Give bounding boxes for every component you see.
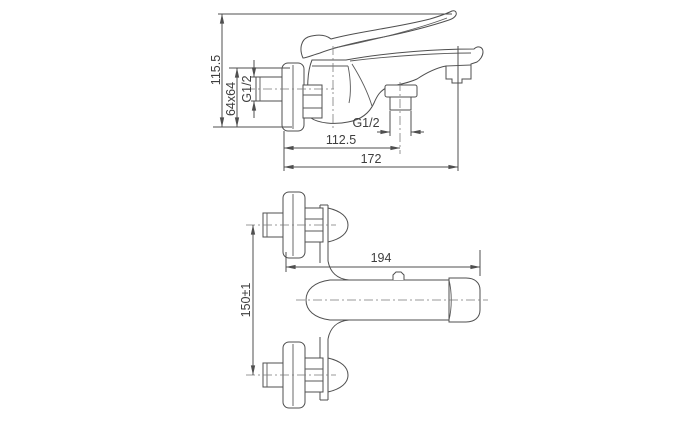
dim-inlet-thread-label: G1/2	[240, 75, 254, 102]
dim-wall-to-shower-label: 112.5	[326, 133, 356, 147]
dim-inlet-centres-label: 150±1	[239, 283, 253, 318]
dim-wall-to-shower: 112.5	[283, 131, 401, 171]
side-view: 115.5 64x64 G1/2 G1/2	[209, 10, 484, 171]
upper-union-boss	[327, 207, 349, 243]
shower-outlet	[384, 84, 418, 111]
lever-handle	[300, 10, 457, 59]
dim-inlet-centres: 150±1	[239, 224, 256, 376]
dim-wall-to-spout: 172	[283, 46, 459, 171]
upper-fillet	[327, 260, 350, 281]
cartridge-side-line	[347, 65, 351, 104]
side-view-center-lines	[246, 46, 401, 154]
dim-overall-length: 194	[285, 250, 481, 276]
spout-top-detail-line	[349, 52, 472, 62]
diverter-button	[392, 271, 405, 280]
body-end-cap	[448, 277, 481, 323]
dim-wall-plate: 64x64	[213, 67, 292, 128]
dim-overall-length-label: 194	[371, 251, 392, 265]
hex-nut	[302, 84, 323, 119]
dim-wall-to-spout-label: 172	[361, 152, 382, 166]
dim-shower-thread: G1/2	[352, 111, 424, 136]
spout-root-curve	[351, 63, 373, 107]
wall-flange	[281, 62, 305, 132]
top-view: 194 150±1	[239, 191, 488, 409]
dim-inlet-thread: G1/2	[240, 60, 259, 118]
body-cylinder	[305, 271, 481, 323]
dim-overall-height: 115.5	[209, 13, 452, 128]
lower-union-boss	[327, 357, 349, 393]
lever-detail-line	[333, 17, 448, 49]
dim-wall-plate-label: 64x64	[224, 82, 238, 116]
dim-overall-height-label: 115.5	[209, 55, 223, 85]
lower-fillet	[327, 319, 350, 340]
dim-shower-thread-label: G1/2	[352, 116, 379, 130]
top-view-center-lines	[246, 224, 488, 376]
